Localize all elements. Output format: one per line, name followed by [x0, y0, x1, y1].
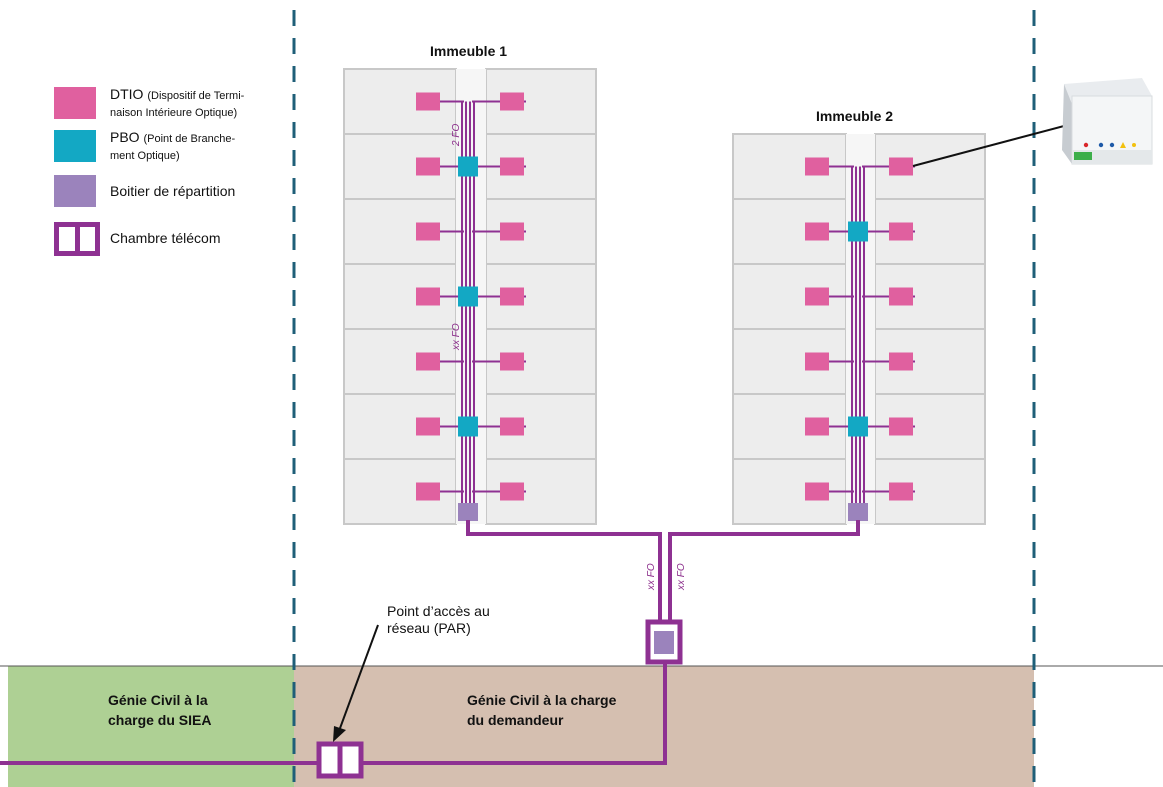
chambre-swatch	[54, 222, 100, 256]
link-to-building-1	[466, 520, 660, 536]
legend-dtio-sub-2: naison Intérieure Optique)	[110, 107, 238, 119]
par-label-line-1: Point d’accès au	[387, 603, 490, 619]
dtio-swatch	[54, 87, 96, 119]
annotation-2fo: 2 FO	[451, 123, 462, 146]
boitier-swatch	[54, 175, 96, 207]
dtio-box	[416, 92, 440, 111]
wall-box-device-icon	[1062, 78, 1153, 165]
dtio-box	[500, 482, 524, 501]
dtio-box	[416, 417, 440, 436]
legend-boitier-label: Boitier de répartition	[110, 183, 236, 199]
dtio-box	[805, 482, 829, 501]
pbo-swatch	[54, 130, 96, 162]
building-2-title: Immeuble 2	[816, 108, 894, 124]
dtio-box	[416, 157, 440, 176]
legend-pbo-sub-2: ment Optique)	[110, 150, 180, 162]
chambre-telecom-upper	[645, 619, 683, 665]
annotation-xxfo-riser: xx FO	[451, 323, 462, 350]
building-1	[343, 68, 597, 525]
pbo-box	[458, 156, 478, 177]
legend-pbo-label: PBO	[110, 129, 140, 145]
dtio-box	[500, 417, 524, 436]
legend-pbo: PBO (Point de Branche- ment Optique)	[54, 130, 235, 164]
dtio-box	[889, 352, 913, 371]
legend-dtio: DTIO (Dispositif de Termi- naison Intéri…	[54, 87, 244, 121]
dtio-box	[805, 287, 829, 306]
dtio-box	[416, 287, 440, 306]
boitier-repartition	[458, 503, 478, 521]
legend-pbo-sub-1: (Point de Branche-	[143, 133, 236, 145]
annotation-xxfo-right: xx FO	[676, 563, 687, 590]
pbo-box	[848, 416, 868, 437]
dtio-box	[416, 482, 440, 501]
par-arrow-head	[333, 726, 346, 742]
dtio-box	[500, 222, 524, 241]
device-callout-line	[912, 125, 1065, 167]
legend-dtio-text: DTIO (Dispositif de Termi- naison Intéri…	[110, 87, 244, 121]
dtio-box	[805, 157, 829, 176]
par-label: Point d’accès au réseau (PAR)	[387, 603, 490, 637]
zone-siea	[8, 666, 294, 787]
building-2	[732, 133, 986, 525]
dtio-box	[805, 352, 829, 371]
legend-chambre-label: Chambre télécom	[110, 230, 221, 246]
zone-siea-label: Génie Civil à la charge du SIEA	[108, 690, 211, 730]
zone-demandeur-line-1: Génie Civil à la charge	[467, 692, 617, 708]
dtio-box	[889, 417, 913, 436]
boitier-repartition	[848, 503, 868, 521]
legend-boitier: Boitier de répartition	[54, 175, 235, 207]
dtio-box	[889, 222, 913, 241]
link-to-building-2	[670, 520, 860, 536]
legend-pbo-text: PBO (Point de Branche- ment Optique)	[110, 130, 235, 164]
zone-siea-line-1: Génie Civil à la	[108, 692, 208, 708]
legend-chambre: Chambre télécom	[54, 222, 221, 256]
legend-dtio-sub-1: (Dispositif de Termi-	[147, 90, 245, 102]
dtio-box	[416, 222, 440, 241]
floor-cell-right	[874, 458, 986, 525]
dtio-box	[889, 482, 913, 501]
building-1-title: Immeuble 1	[430, 43, 508, 59]
dtio-box	[500, 287, 524, 306]
legend-dtio-label: DTIO	[110, 86, 144, 102]
pbo-box	[458, 416, 478, 437]
pbo-box	[458, 286, 478, 307]
boitier-repartition-chamber	[654, 631, 674, 654]
dtio-box	[805, 222, 829, 241]
zone-demandeur-label: Génie Civil à la charge du demandeur	[467, 690, 616, 730]
dtio-box	[805, 417, 829, 436]
zone-siea-line-2: charge du SIEA	[108, 712, 212, 728]
dtio-box	[500, 157, 524, 176]
par-label-line-2: réseau (PAR)	[387, 620, 471, 636]
pbo-box	[848, 221, 868, 242]
dtio-box	[889, 157, 913, 176]
dtio-box	[500, 352, 524, 371]
zone-demandeur-line-2: du demandeur	[467, 712, 564, 728]
par-arrow-line	[338, 624, 379, 732]
dtio-box	[889, 287, 913, 306]
dtio-box	[416, 352, 440, 371]
dtio-box	[500, 92, 524, 111]
annotation-xxfo-left: xx FO	[646, 563, 657, 590]
